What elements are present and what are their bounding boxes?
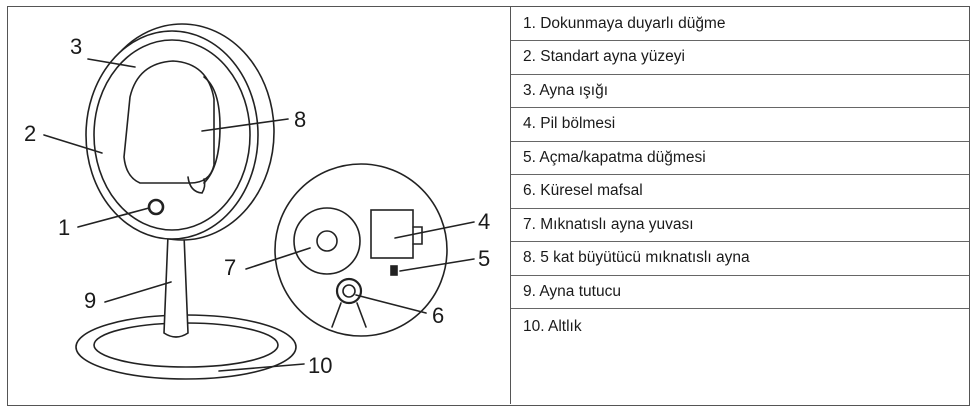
callout-8: 8: [294, 107, 306, 132]
holder-stem: [163, 234, 189, 338]
power-switch: [390, 265, 398, 276]
callout-4: 4: [478, 209, 490, 234]
legend-row: 10. Altlık: [511, 309, 969, 401]
figure-frame: 3 2 1 8 7 9 10 4 5 6 1. Dokunmaya duyarl…: [7, 6, 970, 406]
legend-item: 9. Ayna tutucu: [511, 275, 969, 309]
legend-item: 4. Pil bölmesi: [511, 107, 969, 142]
legend-row: 1. Dokunmaya duyarlı düğme: [511, 7, 969, 41]
ball-joint: [335, 277, 363, 305]
legend-row: 7. Mıknatıslı ayna yuvası: [511, 208, 969, 242]
callout-6: 6: [432, 303, 444, 328]
legend-item: 5. Açma/kapatma düğmesi: [511, 141, 969, 175]
touch-button: [147, 198, 165, 216]
legend-item: 7. Mıknatıslı ayna yuvası: [511, 208, 969, 242]
legend-item: 6. Küresel mafsal: [511, 174, 969, 209]
product-illustration: 3 2 1 8 7 9 10 4 5 6: [8, 7, 511, 404]
magnet-socket-inner: [316, 230, 338, 252]
callout-2: 2: [24, 121, 36, 146]
magnifier-mirror: [123, 60, 215, 184]
callout-10: 10: [308, 353, 332, 378]
legend-row: 3. Ayna ışığı: [511, 74, 969, 108]
magnet-socket-outer: [293, 207, 361, 275]
legend-row: 6. Küresel mafsal: [511, 174, 969, 209]
legend-row: 2. Standart ayna yüzeyi: [511, 40, 969, 75]
callout-9: 9: [84, 288, 96, 313]
back-view: [274, 163, 448, 337]
callout-5: 5: [478, 246, 490, 271]
callout-7: 7: [224, 255, 236, 280]
parts-legend-table: 1. Dokunmaya duyarlı düğme 2. Standart a…: [511, 7, 969, 401]
legend-item: 10. Altlık: [523, 318, 582, 335]
mirror-light-ring: [93, 39, 251, 231]
mirror-diagram: 3 2 1 8 7 9 10 4 5 6: [24, 23, 490, 380]
legend-item: 1. Dokunmaya duyarlı düğme: [511, 7, 969, 41]
legend-row: 4. Pil bölmesi: [511, 107, 969, 142]
callout-3: 3: [70, 34, 82, 59]
legend-row: 9. Ayna tutucu: [511, 275, 969, 309]
legend-row: 8. 5 kat büyütücü mıknatıslı ayna: [511, 241, 969, 276]
legend-item: 2. Standart ayna yüzeyi: [511, 40, 969, 75]
callout-1: 1: [58, 215, 70, 240]
legend-item: 3. Ayna ışığı: [511, 74, 969, 108]
legend-item: 8. 5 kat büyütücü mıknatıslı ayna: [511, 241, 969, 276]
legend-row: 5. Açma/kapatma düğmesi: [511, 141, 969, 175]
